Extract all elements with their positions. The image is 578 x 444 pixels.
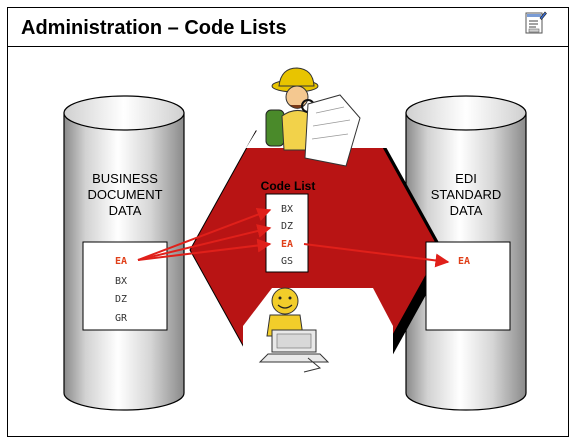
left-code-3: DZ	[115, 294, 127, 305]
left-label-line-3: DATA	[109, 203, 142, 218]
explorer-reading-map-icon	[265, 67, 361, 167]
page-title: Administration – Code Lists	[21, 17, 287, 39]
arrow-ea-to-dz	[137, 224, 272, 261]
left-code-4: GR	[115, 313, 128, 324]
left-label-line-1: BUSINESS	[92, 171, 158, 186]
code-list-item-2: DZ	[281, 221, 293, 232]
title-bar: Administration – Code Lists	[8, 8, 568, 47]
right-label-line-3: DATA	[450, 203, 483, 218]
code-list-box	[265, 193, 309, 273]
slide: Administration – Code Lists	[7, 7, 569, 437]
document-edit-icon[interactable]	[525, 10, 547, 41]
right-label-line-1: EDI	[455, 171, 477, 186]
code-list-item-4: GS	[281, 256, 293, 267]
mapping-arrows	[137, 207, 450, 268]
right-code-1: EA	[458, 256, 470, 267]
left-label-line-2: DOCUMENT	[87, 187, 162, 202]
arrow-ea-to-bx	[137, 207, 272, 261]
code-list-label: Code List	[261, 179, 316, 193]
code-list-item-1: BX	[281, 204, 293, 215]
left-code-2: BX	[115, 276, 127, 287]
arrow-ea-to-ea	[137, 238, 272, 261]
code-list-item-3: EA	[281, 239, 293, 250]
right-label-line-2: STANDARD	[431, 187, 502, 202]
arrow-code-list-to-edi	[303, 243, 450, 268]
left-code-1: EA	[115, 256, 127, 267]
code-list-diagram: BUSINESS DOCUMENT DATA EA BX DZ GR Code …	[63, 67, 527, 411]
person-at-computer-icon	[258, 287, 330, 373]
